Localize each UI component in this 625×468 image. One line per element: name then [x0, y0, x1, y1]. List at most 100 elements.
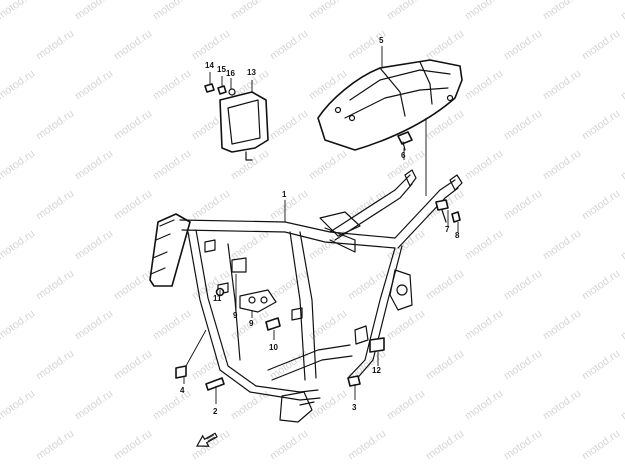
battery-bracket-part — [219, 91, 269, 161]
watermark-text: motod.ru — [229, 148, 271, 183]
watermark-text: motod.ru — [385, 0, 427, 22]
callout-8: 8 — [455, 231, 460, 240]
watermark-text: motod.ru — [580, 28, 622, 63]
watermark-text: motod.ru — [541, 68, 583, 103]
callout-12: 12 — [372, 366, 381, 375]
watermark-text: motod.ru — [463, 68, 505, 103]
callout-labels: 1 2 3 4 5 6 7 8 9 9 10 11 12 13 14 15 16 — [180, 36, 460, 416]
watermark-text: motod.ru — [190, 348, 232, 383]
watermark-text: motod.ru — [112, 428, 154, 463]
watermark-text: motod.ru — [151, 308, 193, 343]
watermark-text: motod.ru — [541, 228, 583, 263]
watermark-text: motod.ru — [229, 228, 271, 263]
watermark-text: motod.ru — [268, 108, 310, 143]
watermark-text: motod.ru — [190, 188, 232, 223]
leader-lines — [183, 46, 459, 404]
callout-9a: 9 — [233, 311, 238, 320]
watermark-text: motod.ru — [307, 388, 349, 423]
watermark-text: motod.ru — [463, 308, 505, 343]
watermark-text: motod.ru — [541, 148, 583, 183]
callout-15: 15 — [217, 65, 226, 74]
watermark-text: motod.ru — [580, 348, 622, 383]
watermark-text: motod.ru — [34, 348, 76, 383]
watermark-text: motod.ru — [73, 148, 115, 183]
watermark-text: motod.ru — [307, 0, 349, 22]
watermark-text: motod.ru — [463, 0, 505, 22]
watermark-text: motod.ru — [268, 428, 310, 463]
watermark-text: motod.ru — [229, 0, 271, 22]
callout-6: 6 — [401, 151, 406, 160]
watermark-text: motod.ru — [34, 268, 76, 303]
watermark-text: motod.ru — [580, 428, 622, 463]
watermark-text: motod.ru — [190, 428, 232, 463]
watermark-text: motod.ru — [34, 28, 76, 63]
watermark-text: motod.ru — [112, 28, 154, 63]
watermark-text: motod.ru — [34, 428, 76, 463]
watermark-text: motod.ru — [385, 388, 427, 423]
watermark-text: motod.ru — [0, 148, 37, 183]
watermark-text: motod.ru — [229, 388, 271, 423]
watermark-text: motod.ru — [151, 388, 193, 423]
bracket-hardware-parts — [204, 83, 236, 96]
callout-14: 14 — [205, 61, 214, 70]
watermark-text: motod.ru — [424, 348, 466, 383]
watermark-text: motod.ru — [541, 388, 583, 423]
watermark-text: motod.ru — [502, 348, 544, 383]
watermark-text: motod.ru — [73, 308, 115, 343]
callout-7: 7 — [445, 225, 450, 234]
watermark-text: motod.ru — [502, 28, 544, 63]
watermark-text: motod.ru — [151, 0, 193, 22]
watermark-text: motod.ru — [424, 428, 466, 463]
watermark-text: motod.ru — [502, 188, 544, 223]
watermark-text: motod.ru — [580, 108, 622, 143]
watermark-text: motod.ru — [502, 428, 544, 463]
watermark-text: motod.ru — [268, 188, 310, 223]
watermark-text: motod.ru — [151, 68, 193, 103]
watermark-text: motod.ru — [619, 388, 625, 423]
watermark-text: motod.ru — [424, 268, 466, 303]
watermark-text: motod.ru — [346, 428, 388, 463]
front-direction-arrow-icon — [195, 432, 218, 447]
watermark-text: motod.ru — [541, 308, 583, 343]
watermark-text: motod.ru — [502, 268, 544, 303]
rear-bolt-parts — [435, 199, 461, 223]
watermark-text: motod.ru — [0, 228, 37, 263]
callout-5: 5 — [379, 36, 384, 45]
watermark-text: motod.ru — [463, 228, 505, 263]
watermark-text: motod.ru — [619, 148, 625, 183]
watermark-text: motod.ru — [73, 388, 115, 423]
watermark-text: motod.ru — [190, 28, 232, 63]
watermark-text: motod.ru — [541, 0, 583, 22]
watermark-text: motod.ru — [307, 148, 349, 183]
watermark-text: motod.ru — [463, 148, 505, 183]
watermark-text: motod.ru — [424, 28, 466, 63]
rear-fender-part — [317, 59, 463, 151]
watermark-text: motod.ru — [268, 28, 310, 63]
callout-13: 13 — [247, 68, 256, 77]
watermark-text: motod.ru — [112, 108, 154, 143]
callout-3: 3 — [352, 403, 357, 412]
watermark-text: motod.ru — [190, 268, 232, 303]
watermark-text: motod.ru — [385, 308, 427, 343]
watermark-text: motod.ru — [0, 308, 37, 343]
watermark-text: motod.ru — [0, 68, 37, 103]
watermark-text: motod.ru — [112, 348, 154, 383]
watermark-text: motod.ru — [34, 188, 76, 223]
watermark-text: motod.ru — [619, 228, 625, 263]
watermark-text: motod.ru — [0, 0, 37, 22]
callout-4: 4 — [180, 386, 185, 395]
callout-11: 11 — [213, 294, 222, 303]
watermark-text: motod.ru — [34, 108, 76, 143]
watermark-text: motod.ru — [619, 308, 625, 343]
watermark-text: motod.ru — [502, 108, 544, 143]
watermark-text: motod.ru — [73, 68, 115, 103]
watermark-text: motod.ru — [385, 228, 427, 263]
callout-9b: 9 — [249, 319, 254, 328]
callout-2: 2 — [213, 407, 218, 416]
callout-16: 16 — [226, 69, 235, 78]
watermark-text: motod.ru — [73, 228, 115, 263]
watermark-text: motod.ru — [619, 0, 625, 22]
fender-bolt-part — [397, 131, 413, 151]
